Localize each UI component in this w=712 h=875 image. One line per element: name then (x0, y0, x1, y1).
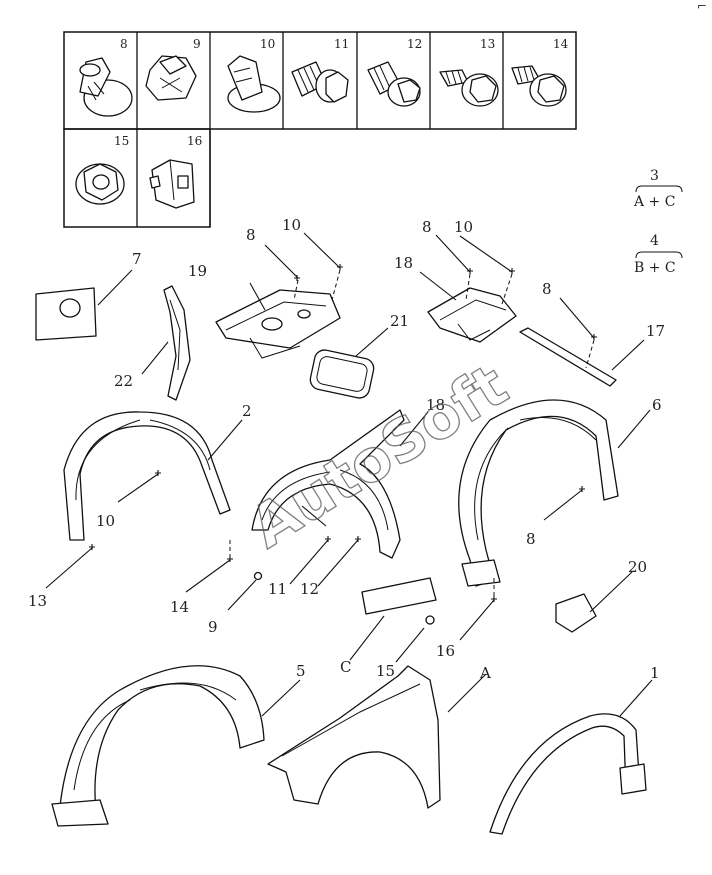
callout-10: 10 (454, 218, 473, 236)
fastener-label-10: 10 (260, 37, 275, 51)
nut-part-15 (425, 615, 435, 625)
callout-8: 8 (526, 530, 536, 548)
callout-2: 2 (242, 402, 252, 420)
callout-13: 13 (28, 592, 47, 610)
callout-18: 18 (426, 396, 445, 414)
callout-a: A (479, 664, 491, 682)
callout-8: 8 (246, 226, 256, 244)
fastener-label-15: 15 (114, 134, 129, 148)
callout-10: 10 (282, 216, 301, 234)
fastener-label-16: 16 (187, 134, 202, 148)
wheel-liner-5 (51, 665, 265, 827)
seal-part-21 (309, 349, 375, 399)
callout-12: 12 (300, 580, 319, 598)
callouts: 7 8 10 19 8 10 18 8 17 21 22 2 18 6 10 8… (28, 216, 665, 682)
bracket-part-18 (427, 287, 517, 343)
fastener-grid: 8 9 10 11 12 13 14 15 16 (63, 31, 577, 228)
callout-8: 8 (422, 218, 432, 236)
callout-10: 10 (96, 512, 115, 530)
svg-text:3: 3 (650, 168, 659, 184)
bracket-part-19 (215, 289, 341, 359)
fender-part-a (267, 665, 441, 809)
tapping-screw-icon (439, 69, 499, 107)
fastener-label-13: 13 (480, 37, 495, 51)
callout-17: 17 (646, 322, 665, 340)
callout-1: 1 (650, 664, 660, 682)
callout-15: 15 (376, 662, 395, 680)
nut-clip-icon (145, 55, 197, 101)
fastener-label-14: 14 (553, 37, 569, 51)
bracket-part-22 (163, 285, 191, 401)
tapping-screw-icon-2 (511, 65, 567, 107)
fastener-markers (89, 264, 597, 602)
callout-19: 19 (188, 262, 207, 280)
callout-7: 7 (132, 250, 142, 268)
fastener-label-12: 12 (407, 37, 422, 51)
fastener-label-8: 8 (120, 37, 128, 51)
clip-part-9 (253, 571, 263, 581)
clip-nut-icon (149, 159, 195, 209)
callout-14: 14 (170, 598, 189, 616)
arch-moulding-1 (489, 713, 647, 835)
push-clip-icon (79, 57, 133, 117)
callout-21: 21 (390, 312, 409, 330)
leader-lines (45, 232, 653, 717)
callout-18: 18 (394, 254, 413, 272)
arch-liner-front-18 (251, 409, 405, 559)
hex-nut-icon (75, 163, 125, 205)
fastener-label-9: 9 (193, 37, 201, 51)
strip-part-17 (519, 327, 617, 387)
wheel-liner-6 (458, 399, 619, 587)
svg-text:A + C: A + C (633, 194, 675, 210)
pad-part-7 (35, 287, 97, 341)
callout-22: 22 (114, 372, 133, 390)
callout-8: 8 (542, 280, 552, 298)
bracket-part-20 (555, 593, 597, 633)
callout-20: 20 (628, 558, 647, 576)
flange-bolt-icon (291, 61, 349, 103)
callout-c: C (340, 658, 351, 676)
corner-mark: ⌐ (697, 0, 707, 13)
wheel-arch-flare-2 (63, 411, 231, 541)
svg-text:B + C: B + C (634, 260, 676, 276)
svg-text:4: 4 (650, 233, 659, 249)
callout-11: 11 (268, 580, 287, 598)
trim-clip-icon (227, 55, 281, 113)
note-4: 4 B + C (634, 233, 683, 276)
callout-9: 9 (208, 618, 218, 636)
callout-5: 5 (296, 662, 306, 680)
label-plate-c (361, 577, 437, 615)
callout-6: 6 (652, 396, 662, 414)
bolt-icon (367, 61, 421, 107)
fastener-label-11: 11 (334, 37, 349, 51)
callout-16: 16 (436, 642, 455, 660)
note-3: 3 A + C (633, 168, 683, 210)
